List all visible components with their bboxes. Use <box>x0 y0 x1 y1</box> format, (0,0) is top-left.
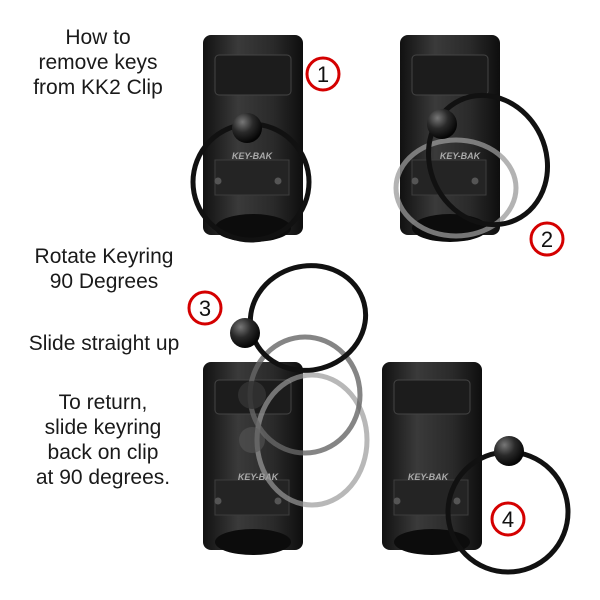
return-line-2: slide keyring <box>44 416 162 439</box>
step-2-marker: 2 <box>529 221 565 257</box>
return-line-1: To return, <box>58 391 148 414</box>
step-2-number: 2 <box>541 227 553 252</box>
return-line-4: at 90 degrees. <box>35 466 171 489</box>
step-4-number: 4 <box>502 507 514 532</box>
ghost-ring-3b <box>238 334 363 456</box>
rotate-line-1: Rotate Keyring <box>34 245 174 268</box>
clip-4: KEY-BAK <box>382 362 482 555</box>
step-3-number: 3 <box>199 296 211 321</box>
rotate-line-2: 90 Degrees <box>49 270 159 293</box>
clip-3-brand: KEY-BAK <box>238 472 280 482</box>
step-4-marker: 4 <box>490 501 526 537</box>
return-instruction: To return, slide keyring back on clip at… <box>10 390 196 490</box>
title-line-2: remove keys <box>38 51 158 74</box>
rotate-instruction: Rotate Keyring 90 Degrees <box>6 244 202 294</box>
ring-4 <box>445 436 571 575</box>
title-line-3: from KK2 Clip <box>33 76 163 99</box>
clip-4-brand: KEY-BAK <box>408 472 450 482</box>
ghost-ring-3a <box>239 372 370 508</box>
title-line-1: How to <box>65 26 131 49</box>
step-1-marker: 1 <box>305 56 341 92</box>
clip-2-brand: KEY-BAK <box>440 151 482 161</box>
ring-2 <box>425 92 551 228</box>
ring-3 <box>230 263 369 373</box>
step-1-number: 1 <box>317 62 329 87</box>
clip-1-brand: KEY-BAK <box>232 151 274 161</box>
ghost-ring-2 <box>393 137 519 239</box>
return-line-3: back on clip <box>47 441 159 464</box>
ring-1 <box>190 113 312 243</box>
step-3-marker: 3 <box>187 290 223 326</box>
slide-instruction: Slide straight up <box>28 332 180 355</box>
title: How to remove keys from KK2 Clip <box>10 25 186 100</box>
